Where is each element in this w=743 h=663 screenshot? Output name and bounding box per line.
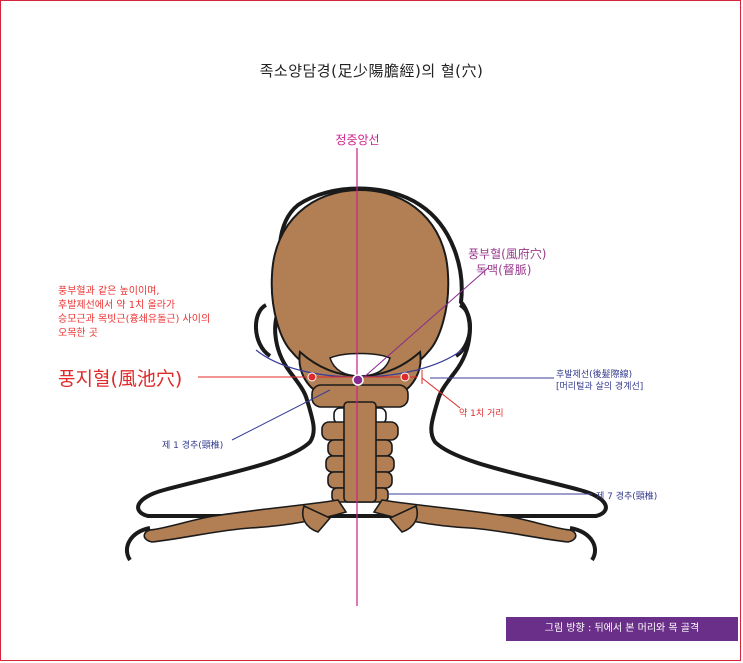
right-ear — [454, 303, 473, 358]
c7-label: 제 7 경추(頸椎) — [596, 492, 658, 502]
description-line: 풍부혈과 같은 높이이며, — [58, 286, 160, 297]
pungji-description: 풍부혈과 같은 높이이며, 후발제선에서 약 1치 올라가 승모근과 목빗근(흉… — [58, 285, 210, 341]
hairline-name: 후발제선(後髮際線) — [556, 370, 633, 380]
left-ear — [253, 303, 272, 358]
pungji-point-right — [400, 372, 410, 382]
view-caption: 그림 방향 : 뒤에서 본 머리와 목 골격 — [506, 617, 738, 641]
description-line: 후발제선에서 약 1치 올라가 — [58, 300, 176, 311]
pungbu-meridian: 독맥(督脈) — [476, 263, 532, 277]
distance-label: 약 1치 거리 — [459, 409, 504, 419]
pungbu-pointer — [362, 267, 489, 379]
hairline-label: 후발제선(後髮際線) [머리털과 살의 경계선] — [556, 369, 643, 393]
pungbu-label: 풍부혈(風府穴) 독맥(督脈) — [468, 246, 546, 278]
midline-label: 정중앙선 — [335, 133, 380, 147]
distance-pointer — [421, 377, 461, 409]
c1-label: 제 1 경추(頸椎) — [162, 441, 224, 451]
skull — [270, 188, 450, 375]
pungji-point-left — [307, 372, 317, 382]
c1-pointer — [231, 389, 331, 441]
foramen — [329, 352, 391, 377]
pungbu-point — [352, 374, 364, 386]
pungbu-name: 풍부혈(風府穴) — [468, 247, 547, 261]
diagram-title: 족소양담경(足少陽膽經)의 혈(穴) — [259, 62, 484, 80]
cervical-vertebrae — [311, 384, 409, 503]
hairline-desc: [머리털과 살의 경계선] — [556, 382, 644, 392]
left-arm — [124, 526, 151, 562]
description-line: 오목한 곳 — [58, 328, 98, 339]
clavicles — [143, 499, 577, 543]
description-line: 승모근과 목빗근(흉쇄유돌근) 사이의 — [58, 314, 211, 325]
right-arm — [569, 526, 598, 562]
pungji-label: 풍지혈(風池穴) — [58, 368, 183, 390]
